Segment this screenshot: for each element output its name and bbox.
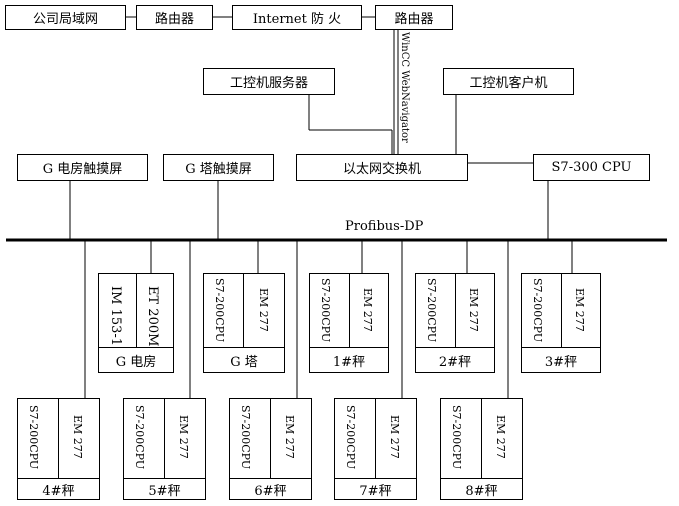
ipc-client-box: 工控机客户机 [443,68,574,95]
profibus-label: Profibus-DP [345,219,424,234]
module-right: EM 277 [388,415,401,459]
device-footer: G 塔 [230,354,258,370]
module-left: S7-200CPU [213,278,226,343]
module-right: EM 277 [361,288,374,332]
device-scale-8: S7-200CPU EM 277 8#秤 [440,398,523,500]
device-footer: 4#秤 [42,483,75,499]
module-left: IM 153-1 [108,286,123,347]
module-left: S7-200CPU [319,278,332,343]
module-right: ET 200M [145,286,160,347]
module-left: S7-200CPU [425,278,438,343]
module-right: EM 277 [257,288,270,332]
device-g-tower: S7-200CPU EM 277 G 塔 [203,273,285,373]
module-right: EM 277 [494,415,507,459]
ipc-client-label: 工控机客户机 [469,76,548,91]
module-right: EM 277 [71,415,84,459]
device-footer: G 电房 [115,354,157,370]
device-scale-1: S7-200CPU EM 277 1#秤 [309,273,389,373]
ethernet-switch-box: 以太网交换机 [296,154,468,181]
g-power-touch-label: G 电房触摸屏 [42,162,123,177]
internet-firewall-box: Internet 防 火 [232,5,362,30]
s7-300-label: S7-300 CPU [551,160,632,175]
lan-label: 公司局域网 [32,12,98,27]
device-g-power-room: IM 153-1 ET 200M G 电房 [98,273,174,373]
device-scale-4: S7-200CPU EM 277 4#秤 [17,398,100,500]
module-left: S7-200CPU [27,405,40,470]
g-power-touch-box: G 电房触摸屏 [17,154,148,181]
g-tower-touch-box: G 塔触摸屏 [163,154,274,181]
module-left: S7-200CPU [133,405,146,470]
router1-label: 路由器 [154,12,194,27]
device-footer: 1#秤 [332,354,366,370]
device-footer: 7#秤 [359,483,392,499]
module-right: EM 277 [467,288,480,332]
device-scale-3: S7-200CPU EM 277 3#秤 [521,273,601,373]
module-right: EM 277 [177,415,190,459]
module-left: S7-200CPU [450,405,463,470]
device-footer: 5#秤 [148,483,181,499]
lan-box: 公司局域网 [5,5,126,30]
router1-box: 路由器 [136,5,213,30]
ipc-server-box: 工控机服务器 [203,68,335,95]
device-footer: 2#秤 [438,354,472,370]
ethernet-switch-label: 以太网交换机 [342,162,421,177]
device-scale-2: S7-200CPU EM 277 2#秤 [415,273,495,373]
device-scale-6: S7-200CPU EM 277 6#秤 [229,398,312,500]
router2-box: 路由器 [375,5,453,30]
device-scale-5: S7-200CPU EM 277 5#秤 [123,398,206,500]
module-right: EM 277 [283,415,296,459]
module-left: S7-200CPU [239,405,252,470]
ipc-server-label: 工控机服务器 [229,76,308,91]
g-tower-touch-label: G 塔触摸屏 [185,162,252,177]
device-footer: 8#秤 [465,483,498,499]
s7-300-box: S7-300 CPU [533,154,650,181]
device-footer: 3#秤 [544,354,578,370]
module-left: S7-200CPU [531,278,544,343]
router2-label: 路由器 [394,12,434,27]
device-scale-7: S7-200CPU EM 277 7#秤 [334,398,417,500]
webnavigator-label: WinCC WebNavigator [399,32,410,143]
internet-firewall-label: Internet 防 火 [252,12,342,27]
module-right: EM 277 [573,288,586,332]
device-footer: 6#秤 [254,483,287,499]
module-left: S7-200CPU [344,405,357,470]
